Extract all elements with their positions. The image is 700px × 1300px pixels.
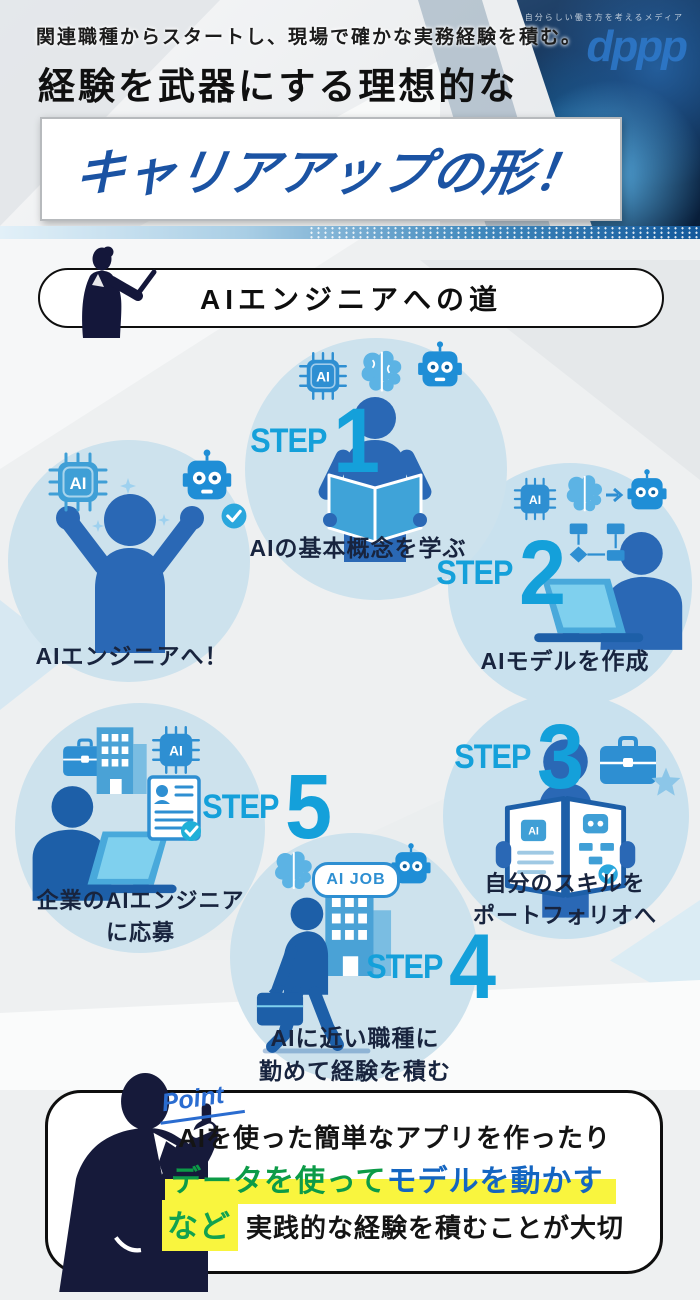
brain-icon — [361, 350, 402, 392]
step-word: STEP — [436, 553, 513, 592]
resume-icon — [147, 775, 201, 841]
point-line-2-green: データを使って — [171, 1165, 387, 1198]
step-4-caption: AIに近い職種に 勤めて経験を積む — [235, 1022, 475, 1089]
step-number: 2 — [518, 522, 566, 624]
svg-text:AI: AI — [70, 474, 87, 493]
robot-icon — [391, 843, 431, 884]
step-word: STEP — [454, 737, 531, 776]
svg-text:AI: AI — [529, 493, 541, 507]
point-line-3: など 実践的な経験を積むことが大切 — [162, 1200, 624, 1251]
step-number: 5 — [284, 756, 332, 858]
svg-text:AI: AI — [316, 369, 330, 385]
check-icon — [221, 503, 247, 529]
ai-chip-icon: AI — [152, 726, 200, 774]
step-3-caption-line1: 自分のスキルを — [484, 871, 646, 896]
step-word: STEP — [250, 421, 327, 460]
script-title-box: キャリアアップの形！ — [40, 117, 622, 221]
ai-chip-icon: AI — [48, 452, 108, 512]
separator-band-dots — [308, 226, 700, 239]
step-number: 4 — [448, 916, 496, 1018]
ai-job-sign: AI JOB — [312, 862, 400, 898]
briefcase-icon — [600, 736, 656, 784]
step-3-caption: 自分のスキルを ポートフォリオへ — [445, 868, 685, 932]
step-3-caption-line2: ポートフォリオへ — [472, 902, 657, 928]
point-line-2: データを使ってモデルを動かす — [165, 1156, 615, 1204]
header: 自分らしい働き方を考えるメディア dppp 関連職種からスタートし、現場で確かな… — [0, 0, 700, 226]
person-arms-raised — [56, 494, 204, 653]
person-walking-briefcase — [256, 897, 371, 1054]
svg-text:AI: AI — [528, 825, 539, 837]
roadmap-banner-label: AIエンジニアへの道 — [199, 284, 502, 315]
briefcase-icon — [63, 738, 107, 776]
point-line-2-blue: モデルを動かす — [386, 1165, 604, 1198]
star-icon — [651, 767, 681, 796]
brain-icon — [566, 475, 602, 512]
building-icon — [96, 727, 147, 794]
sparkle-icon — [158, 514, 170, 526]
step-word: STEP — [202, 787, 279, 826]
watermark-logo: dppp — [586, 22, 688, 71]
building-icon — [325, 888, 392, 976]
header-title: 経験を武器にする理想的な — [38, 66, 519, 107]
separator-band — [0, 226, 700, 239]
point-line-3-highlight: など — [162, 1200, 238, 1251]
ai-chip-icon: AI — [299, 352, 347, 400]
person-with-portfolio: AI — [495, 739, 636, 918]
robot-icon — [182, 449, 232, 500]
step-2-caption: AIモデルを作成 — [480, 648, 650, 674]
step-4-caption-line1: AIに近い職種に — [270, 1025, 440, 1051]
ai-job-sign-label: AI JOB — [326, 871, 386, 888]
step-4-caption-line2: 勤めて経験を積む — [259, 1058, 451, 1085]
step-5-caption-line1: 企業のAIエンジニア — [36, 888, 245, 913]
robot-icon — [627, 469, 667, 510]
person-at-laptop — [32, 786, 177, 901]
step-5-caption-line2: に応募 — [105, 919, 175, 945]
point-line-1: AIを使った簡単なアプリを作ったり — [178, 1123, 612, 1153]
person-reading-book — [318, 397, 432, 562]
sparkle-icon — [120, 478, 136, 494]
highlight-bar: データを使ってモデルを動かす — [165, 1156, 615, 1204]
robot-icon — [418, 341, 462, 387]
step-word: STEP — [366, 947, 443, 986]
brain-icon — [275, 851, 312, 889]
step-number: 3 — [536, 706, 584, 808]
watermark-tagline: 自分らしい働き方を考えるメディア — [524, 13, 684, 22]
header-tagline: 関連職種からスタートし、現場で確かな実務経験を積む。 — [36, 27, 583, 48]
script-title: キャリアアップの形！ — [70, 143, 591, 202]
goal-caption: AIエンジニアへ！ — [35, 643, 229, 669]
point-line-3-rest: 実践的な経験を積むことが大切 — [246, 1213, 625, 1243]
ai-chip-icon: AI — [513, 477, 557, 521]
svg-text:AI: AI — [169, 743, 183, 759]
step-number: 1 — [332, 390, 380, 492]
step-1-caption: AIの基本概念を学ぶ — [249, 535, 467, 561]
step-5-caption: 企業のAIエンジニア に応募 — [18, 885, 263, 949]
sparkle-icon — [92, 520, 104, 532]
flowchart-icon — [569, 523, 625, 563]
person-at-laptop — [534, 532, 683, 650]
arrow-icon — [606, 488, 624, 502]
presenter-woman-silhouette — [82, 246, 157, 338]
